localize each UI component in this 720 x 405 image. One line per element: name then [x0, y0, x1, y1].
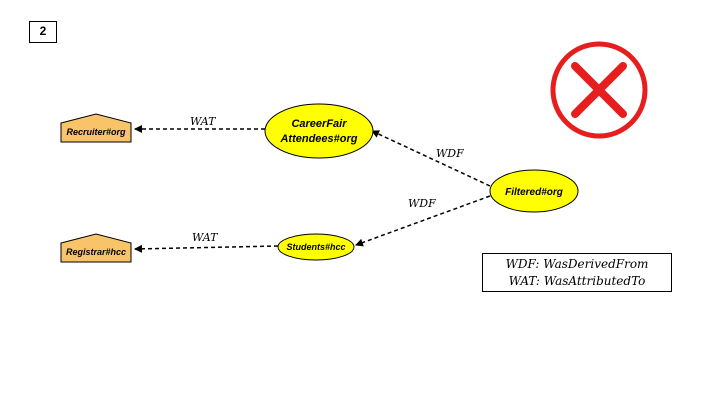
- edge-label-wdf-bottom: WDF: [408, 197, 436, 210]
- entity-label-filtered: Filtered#org: [505, 187, 563, 198]
- edge-wdf-filtered-students: [355, 195, 491, 247]
- slide-number: 2: [29, 21, 57, 43]
- edge-wat-students-registrar: [134, 244, 279, 253]
- agent-label-registrar: Registrar#hcc: [66, 247, 126, 257]
- edge-wdf-filtered-careerfair: [371, 130, 491, 187]
- legend-box: WDF: WasDerivedFrom WAT: WasAttributedTo: [482, 253, 672, 292]
- legend-line-wdf: WDF: WasDerivedFrom: [505, 257, 649, 271]
- edge-label-wdf-top: WDF: [436, 147, 464, 160]
- agent-node-recruiter: Recruiter#org: [60, 113, 132, 143]
- red-x-icon: [550, 41, 648, 139]
- entity-node-students: Students#hcc: [277, 233, 355, 261]
- entity-node-filtered: Filtered#org: [489, 169, 579, 213]
- agent-label-recruiter: Recruiter#org: [66, 127, 126, 137]
- edge-label-wat-bottom: WAT: [192, 231, 219, 244]
- entity-label-students: Students#hcc: [286, 242, 345, 252]
- legend-line-wat: WAT: WasAttributedTo: [508, 274, 646, 288]
- entity-label-careerfair-line1: CareerFair: [291, 118, 347, 130]
- agent-node-registrar: Registrar#hcc: [60, 233, 132, 263]
- edge-label-wat-top: WAT: [190, 115, 217, 128]
- entity-label-careerfair-line2: Attendees#org: [279, 133, 357, 145]
- entity-node-careerfair-attendees: CareerFair Attendees#org: [264, 103, 374, 159]
